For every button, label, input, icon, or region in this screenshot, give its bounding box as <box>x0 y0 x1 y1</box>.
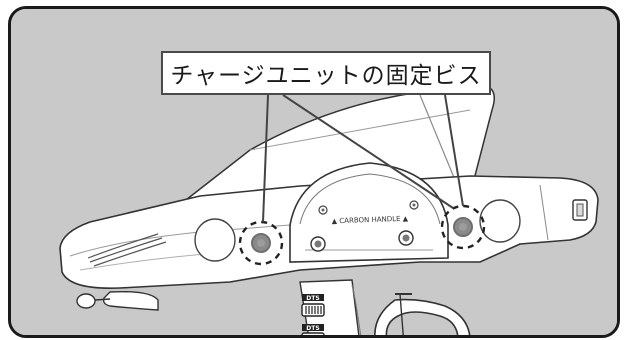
steering-wheel <box>374 298 471 335</box>
callout-label: チャージユニットの固定ビス <box>170 63 482 89</box>
right-round-button <box>479 199 521 243</box>
left-round-button <box>194 218 236 262</box>
svg-text:DTS: DTS <box>306 325 319 332</box>
charge-unit-screw-callout: チャージユニットの固定ビス <box>161 51 491 95</box>
leader-lines <box>262 94 464 223</box>
dashed-circle-icon <box>440 204 486 250</box>
illustration-frame: ▲ CARBON HANDLE ▲ DTS <box>8 6 620 338</box>
dts-switch-bottom: DTS <box>301 324 325 335</box>
left-lever <box>102 290 159 311</box>
left-vent <box>87 233 167 267</box>
carbon-handle-label: ▲ CARBON HANDLE ▲ <box>332 215 409 226</box>
dashed-circle-icon <box>238 220 284 266</box>
dts-switch-top: DTS <box>301 294 325 317</box>
svg-text:DTS: DTS <box>306 295 319 302</box>
